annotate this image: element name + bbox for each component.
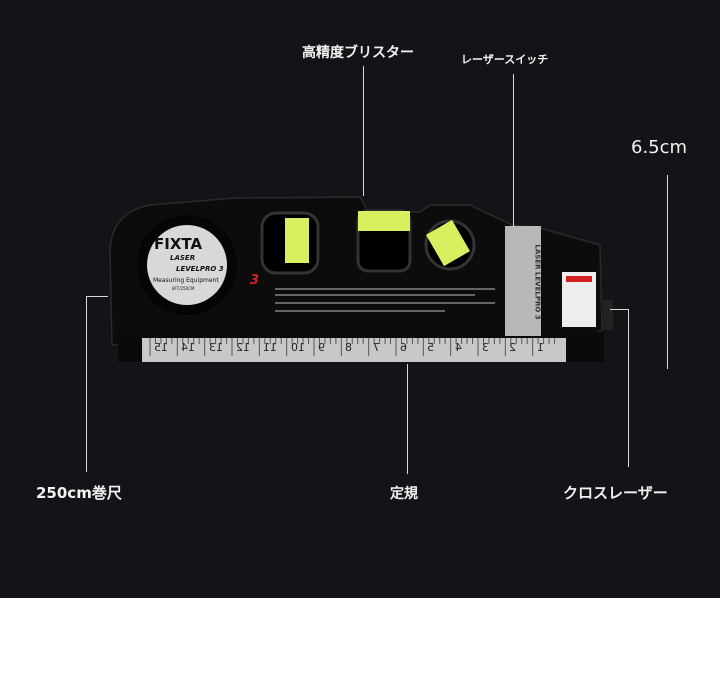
leader-line [628, 309, 629, 467]
ruler-number: 2 [509, 341, 517, 354]
badge-line3: Measuring Equipment [153, 277, 219, 284]
red-mark: 3 [250, 273, 260, 288]
ruler-number: 6 [400, 341, 407, 354]
ruler-number: 14 [181, 341, 196, 354]
laser-level-device [109, 196, 613, 362]
label-laser-switch: レーザースイッチ [461, 53, 549, 66]
ruler-number: 11 [263, 341, 278, 354]
leader-line [610, 309, 628, 310]
ruler-number: 1 [536, 341, 544, 354]
leader-line [407, 364, 408, 474]
ruler-number: 4 [454, 341, 462, 354]
switch-label: LASER LEVELPRO 3 [533, 244, 542, 320]
leader-line [86, 296, 87, 472]
ruler-number: 13 [208, 341, 223, 354]
label-height: 6.5cm [631, 137, 688, 158]
ruler-number: 7 [372, 341, 380, 354]
dimension-line [667, 175, 668, 369]
white-footer [0, 598, 720, 683]
badge-brand: FIXTA [154, 235, 203, 253]
label-ruler: 定規 [390, 486, 418, 502]
badge-line4: 8FT/250CM [172, 286, 195, 291]
badge-line2: LEVELPRO 3 [176, 265, 224, 273]
ruler-number: 15 [154, 341, 168, 354]
ruler-number: 5 [427, 341, 435, 354]
ruler-number: 12 [236, 341, 250, 354]
badge-line1: LASER [170, 254, 196, 262]
label-cross-laser: クロスレーザー [563, 484, 668, 502]
ruler-number: 9 [318, 341, 325, 354]
ruler-number: 8 [345, 341, 353, 354]
label-blister: 高精度ブリスター [302, 45, 414, 61]
leader-line [513, 74, 514, 226]
product-image: FIXTA LASER LEVELPRO 3 Measuring Equipme… [0, 0, 720, 598]
label-tape: 250cm巻尺 [36, 484, 122, 502]
leader-line [86, 296, 108, 297]
ruler-number: 10 [290, 341, 305, 354]
leader-line [363, 66, 364, 196]
ruler-number: 3 [482, 341, 489, 354]
